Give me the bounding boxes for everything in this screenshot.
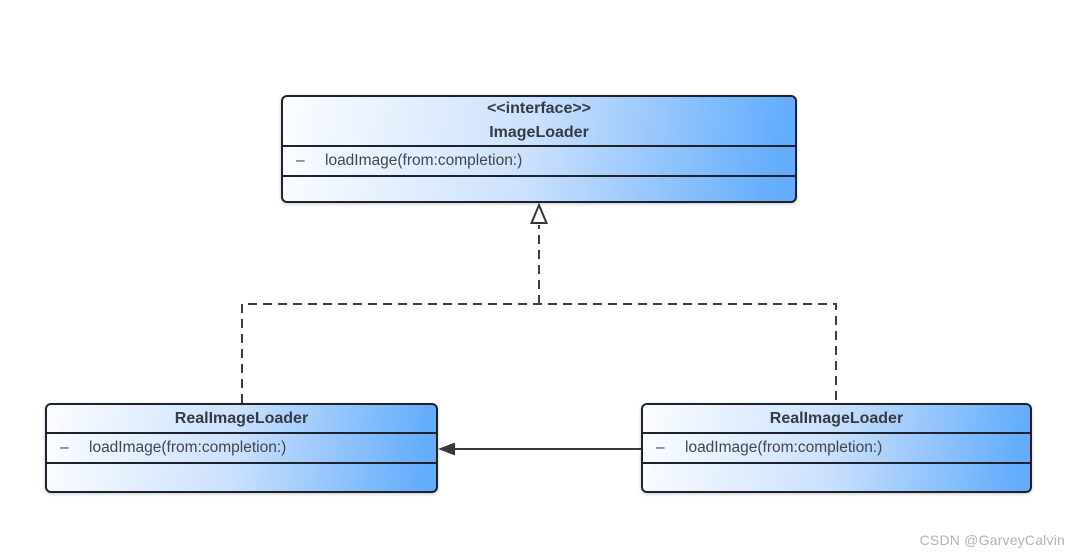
left-class-method-row: – loadImage(from:completion:) — [47, 432, 436, 462]
method-signature: loadImage(from:completion:) — [89, 439, 287, 456]
left-class-empty-compartment — [47, 462, 436, 491]
right-class-method-row: – loadImage(from:completion:) — [643, 432, 1030, 462]
interface-method-row: – loadImage(from:completion:) — [283, 145, 795, 175]
interface-empty-compartment — [283, 175, 795, 201]
right-class-header: RealImageLoader — [643, 405, 1030, 432]
left-class-name-label: RealImageLoader — [174, 409, 309, 427]
interface-class-box: <<interface>> ImageLoader – loadImage(fr… — [281, 95, 797, 203]
realization-hollow-triangle-icon — [530, 202, 548, 224]
visibility-marker: – — [656, 439, 665, 456]
association-arrowhead-icon — [438, 442, 455, 456]
method-signature: loadImage(from:completion:) — [685, 439, 883, 456]
visibility-marker: – — [296, 152, 305, 169]
method-signature: loadImage(from:completion:) — [325, 152, 523, 169]
interface-stereotype-label: <<interface>> — [486, 100, 592, 117]
interface-name-label: ImageLoader — [489, 124, 589, 141]
realization-dashed-branch — [241, 303, 837, 403]
right-class-empty-compartment — [643, 462, 1030, 491]
left-class-box: RealImageLoader – loadImage(from:complet… — [45, 403, 438, 493]
interface-header: <<interface>> ImageLoader — [283, 97, 795, 145]
right-class-box: RealImageLoader – loadImage(from:complet… — [641, 403, 1032, 493]
right-class-name-label: RealImageLoader — [769, 409, 904, 427]
visibility-marker: – — [60, 439, 69, 456]
left-class-header: RealImageLoader — [47, 405, 436, 432]
watermark-text: CSDN @GarveyCalvin — [919, 532, 1065, 548]
